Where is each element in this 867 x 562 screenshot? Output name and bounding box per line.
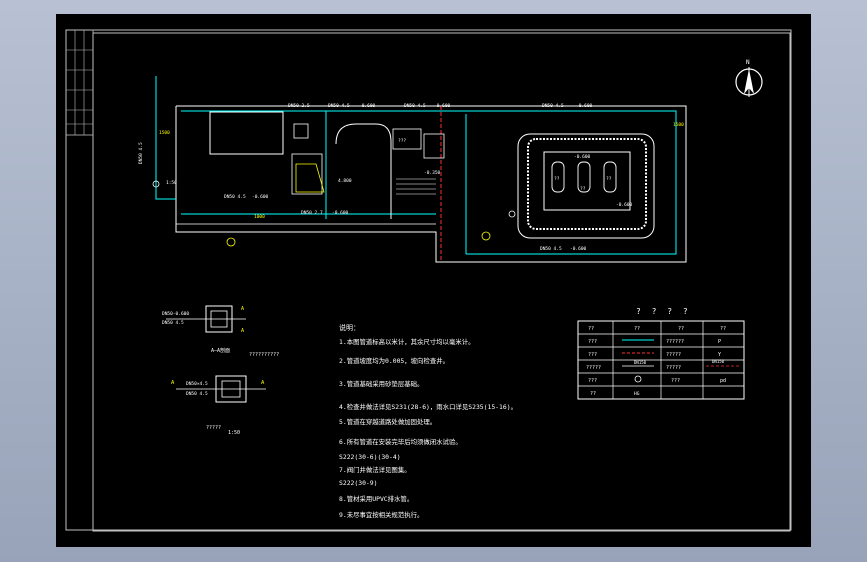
legend-title: ? ? ? ? <box>636 307 691 316</box>
dim-right: 1500 <box>673 122 684 128</box>
pipe-label-upper-2: DN50 4.5 <box>328 103 350 109</box>
pipe-label-low: DN50 2.7 <box>301 210 323 216</box>
legend-row-4-note: ??? <box>671 378 680 384</box>
note-line-3: 3.管道基础采用砂垫层基础。 <box>339 379 423 388</box>
inner-elev: -0.600 <box>616 202 633 208</box>
legend-header-4: ?? <box>720 326 726 332</box>
tank-3 <box>603 161 617 193</box>
water-supply-left <box>155 76 176 200</box>
detail-b-pipe-1: DN50×4.5 <box>186 381 208 387</box>
stair-hatch <box>396 178 436 195</box>
side-title-block <box>65 29 94 136</box>
tank-elev: -0.600 <box>574 154 591 160</box>
detail-a-title: ?????????? <box>249 352 279 358</box>
elev-c: -0.600 <box>576 103 593 109</box>
dim-mid: 1000 <box>254 214 265 220</box>
detail-b-mark-a: A <box>171 380 175 386</box>
legend-header-3: ?? <box>678 326 684 332</box>
room-block <box>209 111 284 155</box>
general-notes: 说明： 1.本图管道标高以米计，其余尺寸均以毫米计。 2.管道坡度均为0.005… <box>339 323 517 519</box>
pool-outer <box>517 133 655 239</box>
tank-2 <box>577 161 591 193</box>
note-line-11: 9.未尽事宜按相关规范执行。 <box>339 510 423 519</box>
note-line-1: 1.本图管道标高以米计，其余尺寸均以毫米计。 <box>339 337 475 346</box>
note-line-9: S222(30-9) <box>339 479 377 487</box>
legend-row-4-sym: pd <box>720 378 726 384</box>
note-line-8: 7.阀门井做法详见图集。 <box>339 465 411 474</box>
notes-heading: 说明： <box>339 323 360 332</box>
curved-path <box>335 123 392 219</box>
scale-a: 1:50 <box>166 180 177 186</box>
legend-row-5-pipe: HG <box>634 391 640 397</box>
room-label: ??? <box>398 138 406 144</box>
elev-d: -0.600 <box>252 194 269 200</box>
elev-a: -0.600 <box>359 103 376 109</box>
pool-inner <box>527 138 647 230</box>
detail-b-scale: 1:50 <box>228 430 240 436</box>
note-line-10: 8.管材采用UPVC排水管。 <box>339 494 413 503</box>
legend-row-3-name: ????? <box>586 365 601 371</box>
north-label: N <box>746 59 750 66</box>
elev-low: -0.600 <box>332 210 349 216</box>
pipe-label-mid: DN50 4.5 <box>224 194 246 200</box>
dim-left: 1500 <box>159 130 170 136</box>
detail-b-mark-b: A <box>261 380 265 386</box>
inner-frame <box>92 32 791 532</box>
legend-table: ? ? ? ? ?? ?? ?? ?? ??? ?????? P ??? ???… <box>577 307 745 400</box>
detail-a-mark-a: A <box>241 306 244 312</box>
legend-row-1-sym: P <box>718 339 721 345</box>
drawing-sheet: N ??? <box>56 14 811 547</box>
tank-3-label: ?? <box>606 176 612 182</box>
outer-frame <box>65 29 792 531</box>
legend-row-5-name: ?? <box>590 391 596 397</box>
note-line-6: 6.所有管道在安装完毕后均须做闭水试验。 <box>339 437 462 446</box>
pipe-label-left: DN50 4.5 <box>138 142 144 164</box>
detail-a-pipe-1: DN50-0.600 <box>162 311 189 317</box>
box-label: 4.800 <box>338 178 352 184</box>
note-line-4: 4.检查井做法详见S231(28-6)，雨水口详见S235(15-16)。 <box>339 402 517 411</box>
box-elev: -0.350 <box>424 170 441 176</box>
pipe-label-bottom: DN50 4.5 <box>540 246 562 252</box>
note-line-5: 5.管道在穿越道路处做加固处理。 <box>339 417 436 426</box>
legend-row-2-name: ??? <box>588 352 597 358</box>
detail-b-pipe-2: DN50 4.5 <box>186 391 208 397</box>
site-plan: ??? ?? ?? ?? -0.600 -0.600 DN50 2.5 DN50… <box>138 76 687 263</box>
detail-a-caption: A—A剖面 <box>211 347 230 354</box>
legend-row-1-note: ?????? <box>666 339 684 345</box>
note-line-2: 2.管道坡度均为0.005，坡向检查井。 <box>339 356 449 365</box>
detail-a: DN50-0.600 DN50 4.5 A A A—A剖面 ?????????? <box>162 305 279 358</box>
north-arrow: N <box>735 59 763 97</box>
water-main-loop <box>181 110 677 255</box>
legend-row-3-sym: DN150 <box>712 359 725 364</box>
tank-1 <box>551 161 565 193</box>
elev-bottom: -0.600 <box>570 246 587 252</box>
pipe-label-upper-1: DN50 2.5 <box>288 103 310 109</box>
detail-a-pipe-2: DN50 4.5 <box>162 320 184 326</box>
legend-row-4-name: ??? <box>588 378 597 384</box>
note-line-7: S222(30-6)(30-4) <box>339 453 401 461</box>
legend-header-1: ?? <box>588 326 594 332</box>
tank-1-label: ?? <box>554 176 560 182</box>
detail-a-mark-b: A <box>241 328 244 334</box>
legend-row-3-pipe: DN150 <box>634 360 647 365</box>
legend-row-2-sym: Y <box>718 352 721 358</box>
cad-drawing: N ??? <box>65 29 792 532</box>
legend-row-3-note: ????? <box>666 365 681 371</box>
elev-b: -0.600 <box>434 103 451 109</box>
tank-2-label: ?? <box>580 186 586 192</box>
pipe-label-upper-3: DN50 4.5 <box>404 103 426 109</box>
legend-row-2-note: ????? <box>666 352 681 358</box>
legend-row-1-name: ??? <box>588 339 597 345</box>
pipe-label-upper-4: DN50 4.5 <box>542 103 564 109</box>
legend-header-2: ?? <box>634 326 640 332</box>
detail-b-caption: ????? <box>206 425 221 431</box>
detail-b: DN50×4.5 DN50 4.5 A A ????? 1:50 <box>171 375 266 436</box>
legend-row-4-symbol <box>634 375 642 383</box>
